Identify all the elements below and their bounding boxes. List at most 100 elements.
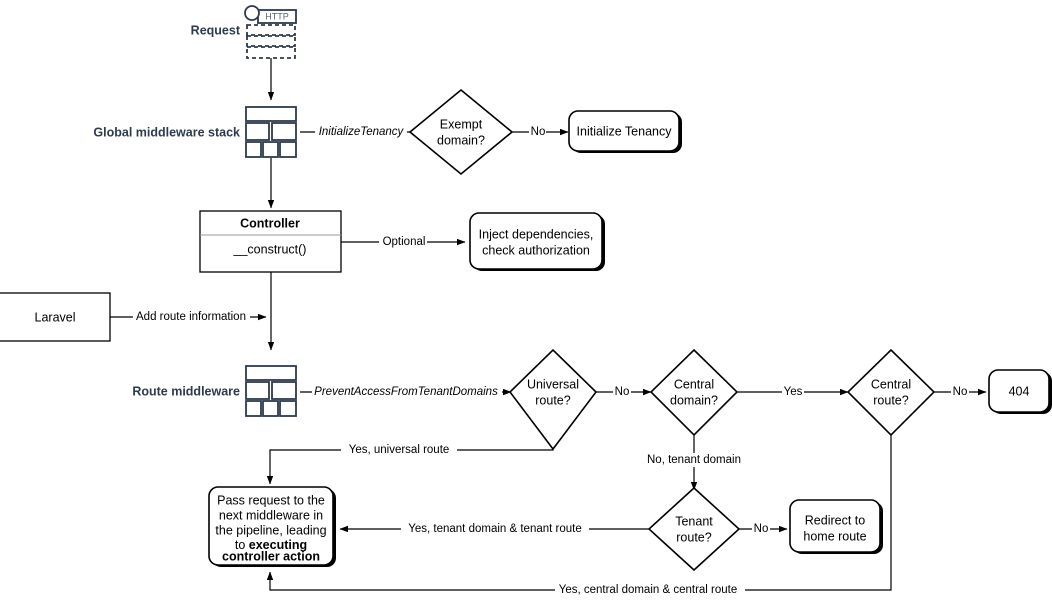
node-controller-method: __construct() xyxy=(233,242,307,256)
edge-group-yes-tenant-domain-tenant-route: Yes, tenant domain & tenant route xyxy=(339,522,649,536)
edge-label-yes-central-domain-central-route: Yes, central domain & central route xyxy=(559,584,738,596)
node-inject-dependencies-shape[interactable] xyxy=(469,212,603,270)
edge-label-exempt-no: No xyxy=(531,126,546,138)
edge-label-yes-tenant-domain-tenant-route: Yes, tenant domain & tenant route xyxy=(408,523,581,535)
edge-label-universal-no: No xyxy=(615,386,630,398)
edge-label-bg-6 xyxy=(613,385,631,399)
global-middleware-row: Global middleware stack InitializeTenanc… xyxy=(93,88,682,209)
decision-tenant-route-shape[interactable] xyxy=(647,486,741,572)
node-pass-request-shape[interactable] xyxy=(208,486,334,566)
node-404[interactable]: 404 xyxy=(988,369,1052,414)
global-middleware-label: Global middleware stack xyxy=(93,125,240,139)
node-redirect-home-route-line2: home route xyxy=(803,529,866,543)
request-row: Request HTTP xyxy=(191,5,297,101)
http-body-row-3 xyxy=(246,46,296,59)
route-middleware-label: Route middleware xyxy=(132,384,240,398)
edge-label-optional: Optional xyxy=(383,236,426,248)
route-stack-mid-box-2 xyxy=(271,381,297,400)
node-controller-shape[interactable] xyxy=(199,210,342,273)
decision-central-route[interactable]: Central route? xyxy=(846,348,936,437)
decision-central-domain-line1: Central xyxy=(674,377,714,391)
http-circle-icon xyxy=(244,5,260,21)
decision-exempt-domain-shape[interactable] xyxy=(408,88,514,176)
node-pass-request-line5: controller action xyxy=(222,549,320,563)
decision-exempt-domain[interactable]: Exempt domain? xyxy=(408,88,514,176)
middleware-stack-icon-global xyxy=(245,106,297,158)
edge-label-bg-8 xyxy=(951,385,969,399)
node-redirect-home-route-shape[interactable] xyxy=(789,499,881,553)
edge-label-bg-10 xyxy=(640,453,750,467)
request-label: Request xyxy=(191,23,241,37)
decision-exempt-domain-line1: Exempt xyxy=(440,117,483,131)
decision-central-route-line1: Central xyxy=(871,377,911,391)
stack-mid-box-1 xyxy=(245,122,270,141)
decision-central-domain[interactable]: Central domain? xyxy=(649,348,739,437)
edge-label-add-route-information: Add route information xyxy=(136,311,246,323)
laravel-row: Laravel Add route information xyxy=(0,292,267,342)
node-pass-request-line1: Pass request to the xyxy=(217,493,325,507)
route-stack-mid-box-1 xyxy=(245,381,270,400)
edge-label-bg-11 xyxy=(752,522,770,536)
edge-label-central-route-no: No xyxy=(953,386,968,398)
node-pass-request-line3: the pipeline, leading xyxy=(215,523,326,537)
stack-bot-box-3 xyxy=(279,141,297,158)
edge-group-yes-central-domain-central-route: Yes, central domain & central route xyxy=(266,435,892,597)
edge-label-no-tenant-domain: No, tenant domain xyxy=(647,454,741,466)
decision-tenant-route-line1: Tenant xyxy=(675,514,713,528)
edge-group-tenant-route-no: No xyxy=(739,522,788,536)
decision-tenant-route[interactable]: Tenant route? xyxy=(647,486,741,572)
stack-top-bar xyxy=(245,106,297,122)
decision-tenant-route-line2: route? xyxy=(676,530,711,544)
decision-universal-route[interactable]: Universal route? xyxy=(508,348,598,451)
node-inject-dependencies[interactable]: Inject dependencies, check authorization xyxy=(469,212,605,271)
node-laravel-shape[interactable] xyxy=(0,292,111,342)
node-inject-dependencies-line2: check authorization xyxy=(482,243,590,257)
controller-row: Controller __construct() Optional Inject… xyxy=(199,210,605,351)
node-pass-request-line4: to executing xyxy=(235,538,307,552)
node-controller[interactable]: Controller __construct() xyxy=(199,210,342,273)
edge-group-no-tenant-domain: No, tenant domain xyxy=(640,435,750,491)
decision-central-route-line2: route? xyxy=(873,393,908,407)
http-request-icon: HTTP xyxy=(244,5,297,59)
node-laravel[interactable]: Laravel xyxy=(0,292,111,342)
decision-exempt-domain-line2: domain? xyxy=(437,133,485,147)
node-initialize-tenancy-label: Initialize Tenancy xyxy=(577,124,673,138)
edge-label-bg-3 xyxy=(379,235,427,249)
http-label: HTTP xyxy=(265,11,289,21)
edge-label-bg-2 xyxy=(529,125,546,139)
decision-central-domain-line2: domain? xyxy=(670,393,718,407)
route-stack-bot-box-3 xyxy=(279,400,297,417)
node-pass-request[interactable]: Pass request to the next middleware in t… xyxy=(208,486,336,567)
node-pass-request-line4-normal: to xyxy=(235,538,249,552)
edge-label-yes-universal-route: Yes, universal route xyxy=(349,444,450,456)
http-body-row-1 xyxy=(246,24,296,36)
node-pass-request-line2: next middleware in xyxy=(219,508,323,522)
stack-mid-box-2 xyxy=(271,122,297,141)
stack-bot-box-2 xyxy=(262,141,279,158)
decision-universal-route-line2: route? xyxy=(535,393,570,407)
edge-label-tenant-route-no: No xyxy=(754,523,769,535)
node-controller-title: Controller xyxy=(240,216,300,230)
route-stack-bot-box-1 xyxy=(245,400,262,417)
middleware-stack-icon-route xyxy=(245,365,297,417)
edge-label-bg-13 xyxy=(555,583,745,597)
node-inject-dependencies-line1: Inject dependencies, xyxy=(479,227,594,241)
edge-label-bg-12 xyxy=(401,522,589,536)
edge-label-initialize-tenancy: InitializeTenancy xyxy=(319,126,405,138)
edge-label-bg-7 xyxy=(782,385,804,399)
http-body-row-2 xyxy=(246,35,296,47)
edge-label-bg-9 xyxy=(341,443,457,457)
route-middleware-row: Route middleware PreventAccessFromTenant… xyxy=(132,348,1052,451)
node-404-shape[interactable] xyxy=(988,369,1050,413)
node-laravel-label: Laravel xyxy=(35,310,76,324)
node-404-label: 404 xyxy=(1009,384,1030,398)
edge-group-yes-universal-route: Yes, universal route xyxy=(266,443,554,485)
edge-label-bg-5 xyxy=(312,385,502,399)
edge-label-prevent-access: PreventAccessFromTenantDomains xyxy=(314,386,498,398)
edge-label-central-domain-yes: Yes xyxy=(784,386,803,398)
node-redirect-home-route[interactable]: Redirect to home route xyxy=(789,499,883,554)
node-initialize-tenancy-shape[interactable] xyxy=(568,110,680,152)
node-initialize-tenancy[interactable]: Initialize Tenancy xyxy=(568,110,682,153)
edge-label-bg-1 xyxy=(315,125,407,139)
